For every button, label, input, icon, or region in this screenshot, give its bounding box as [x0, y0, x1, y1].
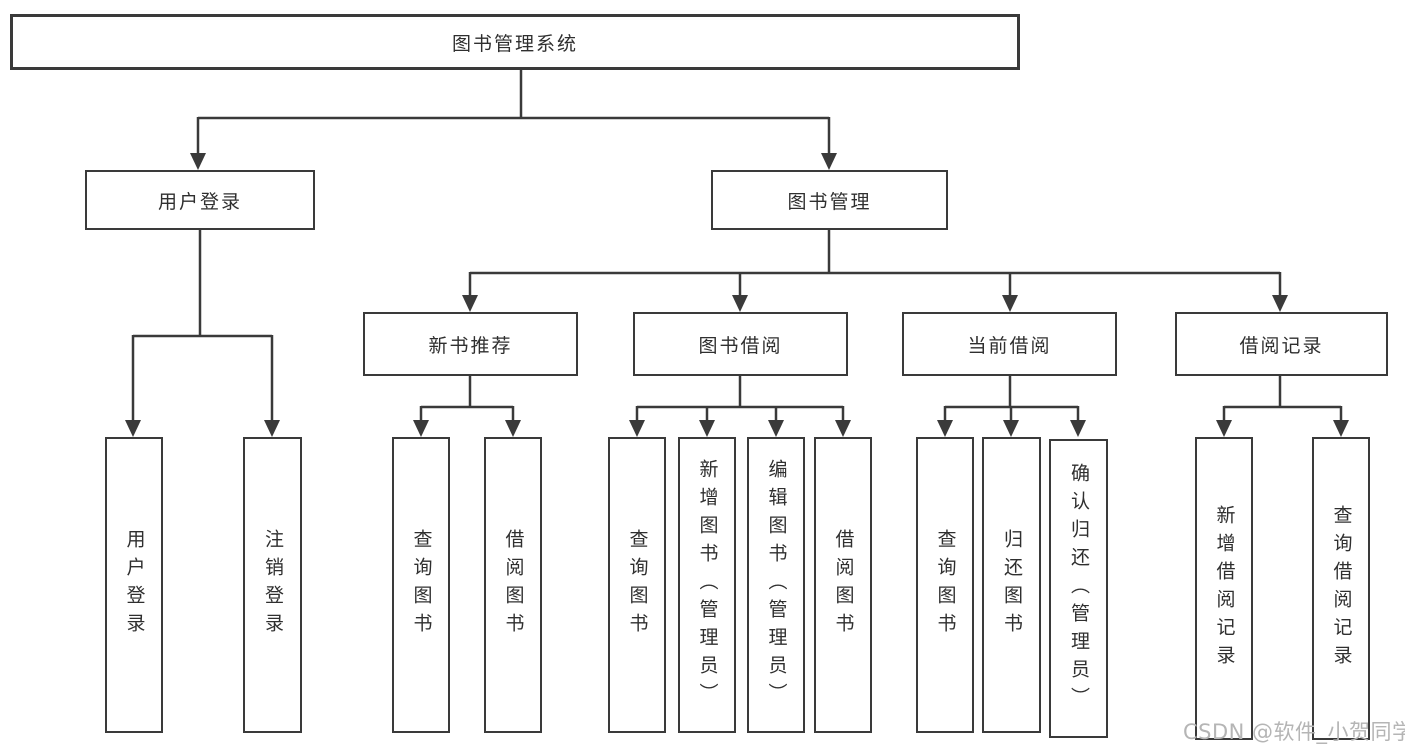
leaf-borrow-books-recommend: 借阅图书 [484, 437, 542, 733]
leaf-borrow-books: 借阅图书 [814, 437, 872, 733]
leaf-query-books-borrow: 查询图书 [608, 437, 666, 733]
node-label: 当前借阅 [967, 334, 1052, 357]
node-label: 图书借阅 [698, 334, 783, 357]
node-label: 归还图书 [1001, 529, 1023, 641]
node-label: 借阅记录 [1239, 334, 1324, 357]
node-label: 图书管理 [787, 190, 872, 213]
leaf-query-borrow-record: 查询借阅记录 [1312, 437, 1370, 740]
node-new-book-recommendation: 新书推荐 [363, 312, 578, 376]
node-label: 借阅图书 [502, 529, 525, 641]
leaf-query-books-current: 查询图书 [916, 437, 974, 733]
node-label: 借阅图书 [832, 529, 855, 641]
node-label: 确认归还（管理员） [1068, 462, 1090, 715]
node-label: 查询图书 [410, 529, 433, 641]
leaf-add-book-admin: 新增图书（管理员） [678, 437, 736, 733]
node-label: 用户登录 [123, 529, 146, 641]
node-label: 新书推荐 [428, 334, 513, 357]
csdn-watermark: CSDN @软件_小贺同学 [1183, 720, 1405, 744]
leaf-user-login: 用户登录 [105, 437, 163, 733]
node-label: 图书管理系统 [451, 32, 578, 55]
node-label: 用户登录 [157, 190, 242, 213]
node-user-login: 用户登录 [85, 170, 315, 230]
node-current-borrowing: 当前借阅 [902, 312, 1117, 376]
node-label: 查询借阅记录 [1330, 504, 1353, 673]
node-book-borrowing: 图书借阅 [633, 312, 848, 376]
node-label: 查询图书 [934, 529, 957, 641]
leaf-return-book: 归还图书 [982, 437, 1041, 733]
leaf-add-borrow-record: 新增借阅记录 [1195, 437, 1253, 740]
leaf-edit-book-admin: 编辑图书（管理员） [747, 437, 805, 733]
node-book-management-system: 图书管理系统 [10, 14, 1020, 70]
node-label: 新增借阅记录 [1213, 504, 1236, 673]
leaf-logout: 注销登录 [243, 437, 302, 733]
leaf-query-books-recommend: 查询图书 [392, 437, 450, 733]
leaf-confirm-return-admin: 确认归还（管理员） [1049, 439, 1108, 738]
node-book-management: 图书管理 [711, 170, 948, 230]
node-label: 新增图书（管理员） [696, 459, 719, 711]
node-label: 注销登录 [262, 529, 284, 641]
node-label: 编辑图书（管理员） [765, 459, 788, 711]
node-label: 查询图书 [626, 529, 649, 641]
node-borrowing-records: 借阅记录 [1175, 312, 1388, 376]
